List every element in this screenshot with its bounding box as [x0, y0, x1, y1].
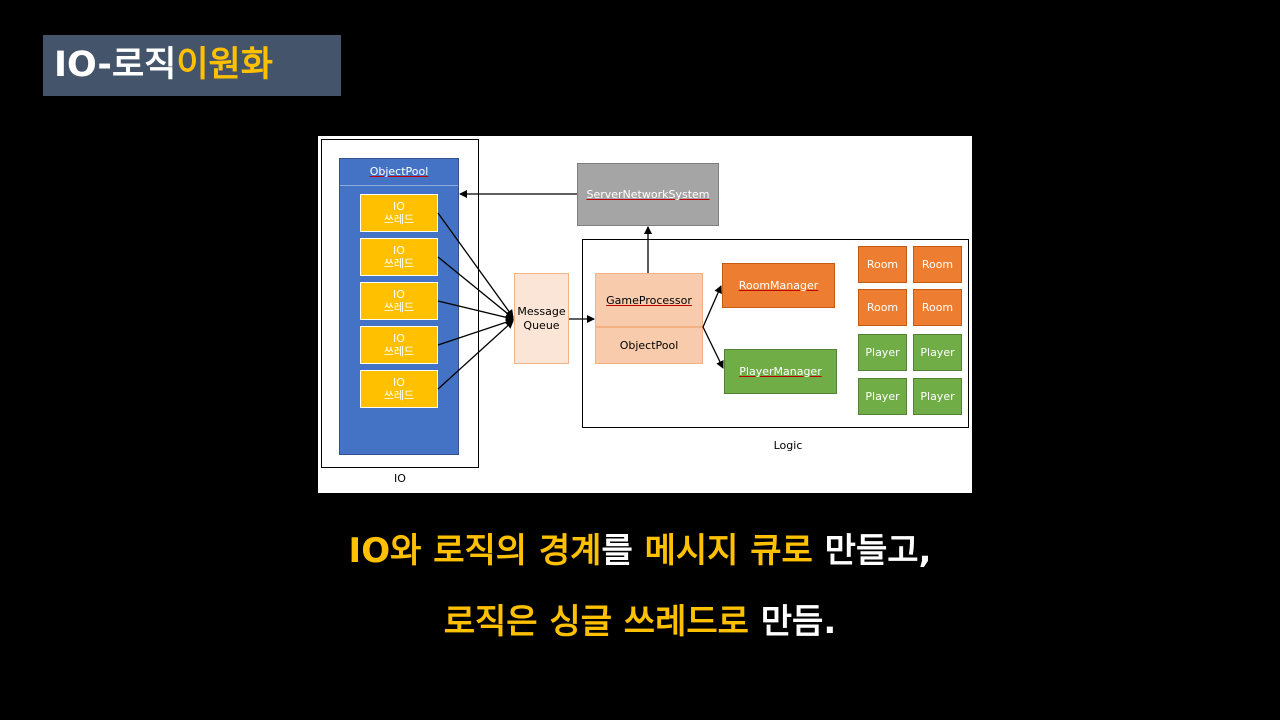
io-thread-label: IO 쓰레드: [383, 244, 415, 270]
player-box: Player: [913, 334, 962, 371]
message-queue: Message Queue: [514, 273, 569, 364]
server-network-system: ServerNetworkSystem: [577, 163, 719, 226]
io-thread-3: IO 쓰레드: [360, 282, 438, 320]
arrow-processor-to-playermanager: [702, 326, 724, 369]
server-network-system-label: ServerNetworkSystem: [586, 188, 710, 201]
io-thread-2: IO 쓰레드: [360, 238, 438, 276]
io-thread-label: IO 쓰레드: [383, 288, 415, 314]
io-thread-label: IO 쓰레드: [383, 376, 415, 402]
room-manager: RoomManager: [722, 263, 835, 308]
message-queue-line2: Queue: [523, 318, 560, 332]
caption-1-mid: 를: [601, 531, 645, 571]
room-box: Room: [858, 289, 907, 326]
caption-1-end: 만들고,: [812, 531, 932, 571]
slide-title: IO-로직 이원화: [43, 35, 341, 96]
player-box: Player: [913, 378, 962, 415]
logic-object-pool: ObjectPool: [595, 327, 703, 364]
player-box: Player: [858, 378, 907, 415]
io-thread-label: IO 쓰레드: [383, 332, 415, 358]
io-object-pool-header: ObjectPool: [340, 159, 458, 186]
arrow-thread5-to-queue: [437, 320, 514, 390]
io-thread-4: IO 쓰레드: [360, 326, 438, 364]
message-queue-line1: Message: [517, 304, 566, 318]
room-box: Room: [913, 246, 962, 283]
caption-line-2: 로직은 싱글 쓰레드로 만듬.: [0, 605, 1280, 639]
game-processor-label: GameProcessor: [606, 293, 692, 307]
io-thread-label: IO 쓰레드: [383, 200, 415, 226]
logic-frame: [582, 239, 969, 428]
arrow-processor-to-roommanager: [702, 285, 722, 328]
player-box: Player: [858, 334, 907, 371]
caption-2-end: 만듬.: [748, 602, 837, 642]
arrow-thread3-to-queue: [437, 300, 514, 322]
room-box: Room: [858, 246, 907, 283]
arrow-thread4-to-queue: [437, 318, 514, 346]
room-box: Room: [913, 289, 962, 326]
player-manager: PlayerManager: [724, 349, 837, 394]
arrow-thread1-to-queue: [437, 212, 514, 318]
room-manager-label: RoomManager: [738, 279, 819, 292]
connector-arrows: [437, 190, 724, 390]
io-label: IO: [394, 472, 406, 485]
io-thread-1: IO 쓰레드: [360, 194, 438, 232]
caption-2-highlight: 로직은 싱글 쓰레드로: [443, 602, 749, 642]
architecture-diagram: IO ObjectPool IO 쓰레드 IO 쓰레드 IO 쓰레드 IO 쓰레…: [318, 136, 972, 493]
logic-object-pool-label: ObjectPool: [619, 339, 679, 352]
arrow-thread2-to-queue: [437, 256, 514, 319]
io-frame: [321, 139, 479, 468]
player-manager-label: PlayerManager: [739, 365, 822, 378]
title-text-prefix: IO-로직: [54, 45, 177, 85]
title-text-highlight: 이원화: [176, 45, 273, 85]
io-thread-5: IO 쓰레드: [360, 370, 438, 408]
caption-line-1: IO와 로직의 경계를 메시지 큐로 만들고,: [0, 534, 1280, 568]
caption-1-highlight-2: 메시지 큐로: [644, 531, 813, 571]
io-object-pool-label: ObjectPool: [369, 165, 429, 178]
game-processor: GameProcessor: [595, 273, 703, 327]
logic-label: Logic: [773, 439, 803, 452]
caption-1-highlight: IO와 로직의 경계: [348, 531, 602, 571]
